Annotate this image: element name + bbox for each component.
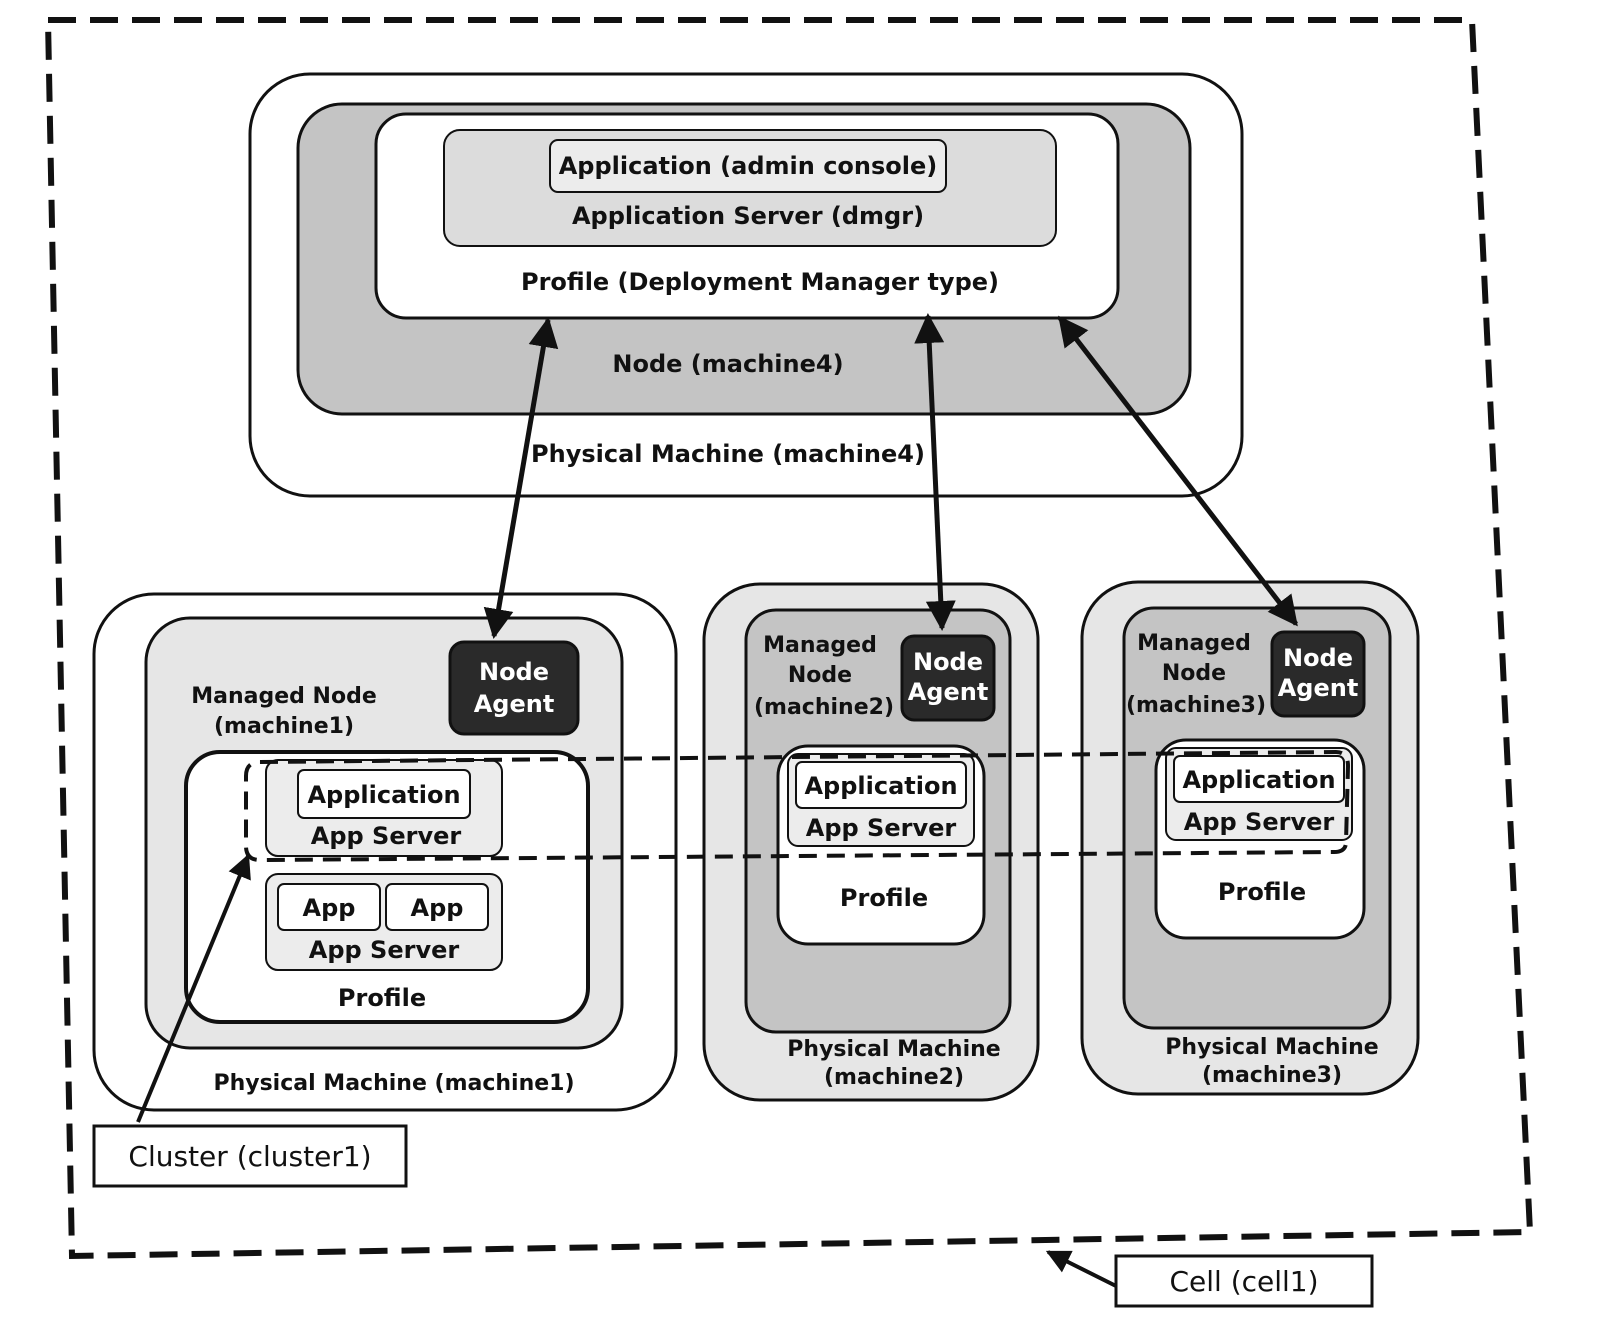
cluster-boundary [244, 749, 1351, 863]
app-a-machine1-label: App [303, 894, 356, 922]
node-agent-machine1-label: Node [479, 658, 549, 686]
arrow-dmgr-to-nodeagent-machine1 [483, 317, 559, 639]
profile-machine2-label: Profile [840, 884, 928, 912]
application-machine1 [297, 769, 471, 819]
physical-machine-machine3-sublabel: (machine3) [1202, 1063, 1342, 1088]
application-machine2 [795, 761, 967, 809]
cell-callout-pointer [1045, 1250, 1117, 1288]
managed-node-machine1-label: Managed Node [191, 684, 377, 709]
admin-console-label: Application (admin console) [559, 152, 938, 180]
arrow-dmgr-to-nodeagent-machine2 [914, 313, 956, 631]
application-machine3-label: Application [1182, 766, 1335, 794]
physical-machine-machine1-label: Physical Machine (machine1) [213, 1071, 574, 1096]
application-machine2-label: Application [804, 772, 957, 800]
app-server2-machine1-label: App Server [309, 936, 460, 964]
managed-node-machine1-sublabel: (machine1) [214, 714, 354, 739]
app-server-machine2-label: App Server [806, 814, 957, 842]
managed-node-machine3-host: (machine3) [1126, 693, 1266, 718]
node-agent-machine2-label: Node [913, 648, 983, 676]
managed-node-machine2-label: Managed [763, 633, 877, 658]
app-a-machine1 [277, 883, 381, 931]
cell-boundary [44, 17, 1534, 1260]
managed-node-machine3-label: Managed [1137, 631, 1251, 656]
node-agent-machine1-sublabel: Agent [474, 690, 555, 718]
app-b-machine1-label: App [411, 894, 464, 922]
node-agent-machine2-sublabel: Agent [908, 678, 989, 706]
app-b-machine1 [385, 883, 489, 931]
application-machine3 [1173, 755, 1345, 803]
managed-node-machine3-sublabel: Node [1162, 661, 1226, 686]
cluster-callout-label: Cluster (cluster1) [128, 1140, 371, 1173]
managed-node-machine2-host: (machine2) [754, 695, 894, 720]
node-agent-machine1 [448, 640, 580, 736]
arrow-dmgr-to-nodeagent-machine3 [1058, 315, 1298, 627]
node-machine4-label: Node (machine4) [612, 350, 843, 378]
cluster-callout-box [92, 1124, 408, 1188]
application-machine1-label: Application [307, 781, 460, 809]
node-agent-machine2 [900, 634, 996, 722]
app-server1-machine1-label: App Server [311, 822, 462, 850]
profile-machine3-label: Profile [1218, 878, 1306, 906]
admin-console-application [549, 139, 947, 193]
dmgr-app-server-label: Application Server (dmgr) [572, 202, 924, 230]
physical-machine-machine2-sublabel: (machine2) [824, 1065, 964, 1090]
profile-machine1-label: Profile [338, 984, 426, 1012]
managed-node-machine2-sublabel: Node [788, 663, 852, 688]
node-agent-machine3 [1270, 630, 1366, 718]
app-server-machine3-label: App Server [1184, 808, 1335, 836]
physical-machine-machine3-label: Physical Machine [1165, 1035, 1378, 1060]
cell-callout-box [1114, 1254, 1374, 1308]
physical-machine-machine2-label: Physical Machine [787, 1037, 1000, 1062]
dmgr-profile-label: Profile (Deployment Manager type) [521, 268, 999, 296]
physical-machine-machine4-label: Physical Machine (machine4) [531, 440, 925, 468]
node-agent-machine3-sublabel: Agent [1278, 674, 1359, 702]
node-agent-machine3-label: Node [1283, 644, 1353, 672]
cell-callout-label: Cell (cell1) [1169, 1265, 1318, 1298]
cluster-callout-pointer [136, 853, 251, 1123]
